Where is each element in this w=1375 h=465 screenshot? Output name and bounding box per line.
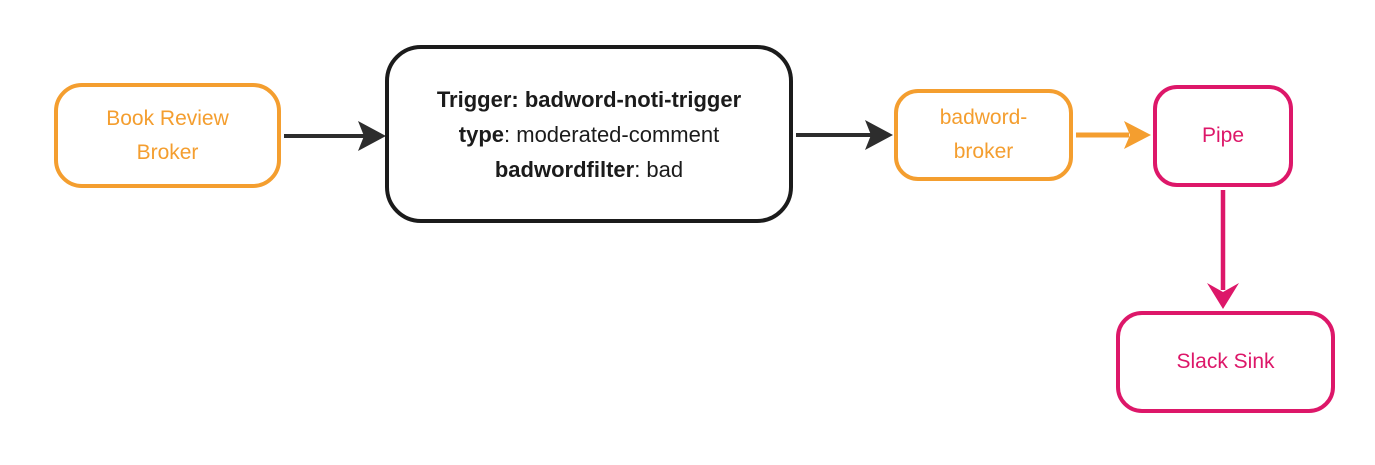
trigger-line-type: type: moderated-comment xyxy=(458,121,720,147)
arrow-source-to-trigger xyxy=(284,121,386,151)
node-book-review-broker: Book Review Broker xyxy=(54,83,281,188)
node-slack-sink: Slack Sink xyxy=(1116,311,1335,413)
node-slack-sink-label: Slack Sink xyxy=(1176,350,1275,373)
node-badword-broker-label: badword-broker xyxy=(939,106,1028,163)
arrow-pipe-to-sink xyxy=(1207,190,1239,309)
trigger-line-name: Trigger: badword-noti-trigger xyxy=(436,86,742,112)
node-trigger-details: Trigger: badword-noti-trigger type: mode… xyxy=(385,45,793,223)
node-pipe: Pipe xyxy=(1153,85,1293,187)
arrow-trigger-to-broker xyxy=(796,120,893,150)
trigger-line-filter: badwordfilter: bad xyxy=(494,156,684,182)
node-book-review-broker-label: Book Review Broker xyxy=(106,106,229,164)
node-badword-broker: badword-broker xyxy=(894,89,1073,181)
arrow-broker-to-pipe xyxy=(1076,121,1151,149)
node-pipe-label: Pipe xyxy=(1201,124,1245,147)
